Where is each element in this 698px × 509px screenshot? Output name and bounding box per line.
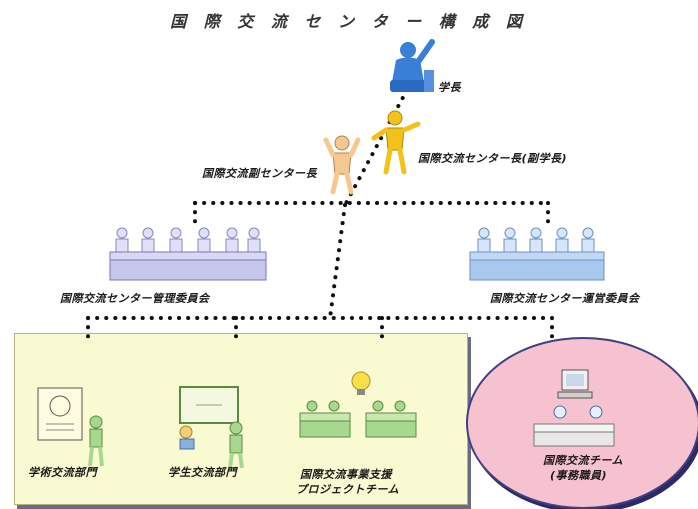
meeting-table-left [299, 400, 351, 438]
academic-figure [88, 415, 104, 467]
certificate-icon [37, 387, 83, 441]
label-project-team-2: プロジェクトチーム [296, 483, 400, 496]
label-intl-team-1: 国際交流チーム [543, 454, 624, 467]
lightbulb-icon [351, 371, 371, 395]
vice-director-figure [323, 135, 361, 195]
label-steering-committee: 国際交流センター運営委員会 [490, 292, 640, 305]
connector-lines [86, 88, 554, 347]
label-student-dept: 学生交流部門 [168, 466, 237, 479]
director-figure [371, 110, 421, 175]
label-center-director: 国際交流センター長(副学長) [418, 152, 568, 165]
label-vice-director: 国際交流副センター長 [202, 167, 317, 180]
intl-team-ellipse [466, 337, 698, 509]
staff-desk [533, 405, 615, 447]
label-president: 学長 [438, 81, 461, 94]
label-project-team-1: 国際交流事業支援 [300, 468, 392, 481]
student-figures [179, 421, 244, 469]
label-management-committee: 国際交流センター管理委員会 [60, 292, 210, 305]
diagram-title: 国 際 交 流 セ ン タ ー 構 成 図 [170, 12, 528, 31]
committee-table-left [109, 227, 267, 281]
committee-table-right [469, 227, 605, 281]
computer-icon [557, 369, 593, 399]
meeting-table-right [365, 400, 417, 438]
label-academic-dept: 学術交流部門 [28, 466, 97, 479]
president-figure [390, 39, 435, 92]
label-intl-team-2: (事務職員) [550, 469, 608, 482]
whiteboard-icon [179, 386, 239, 424]
